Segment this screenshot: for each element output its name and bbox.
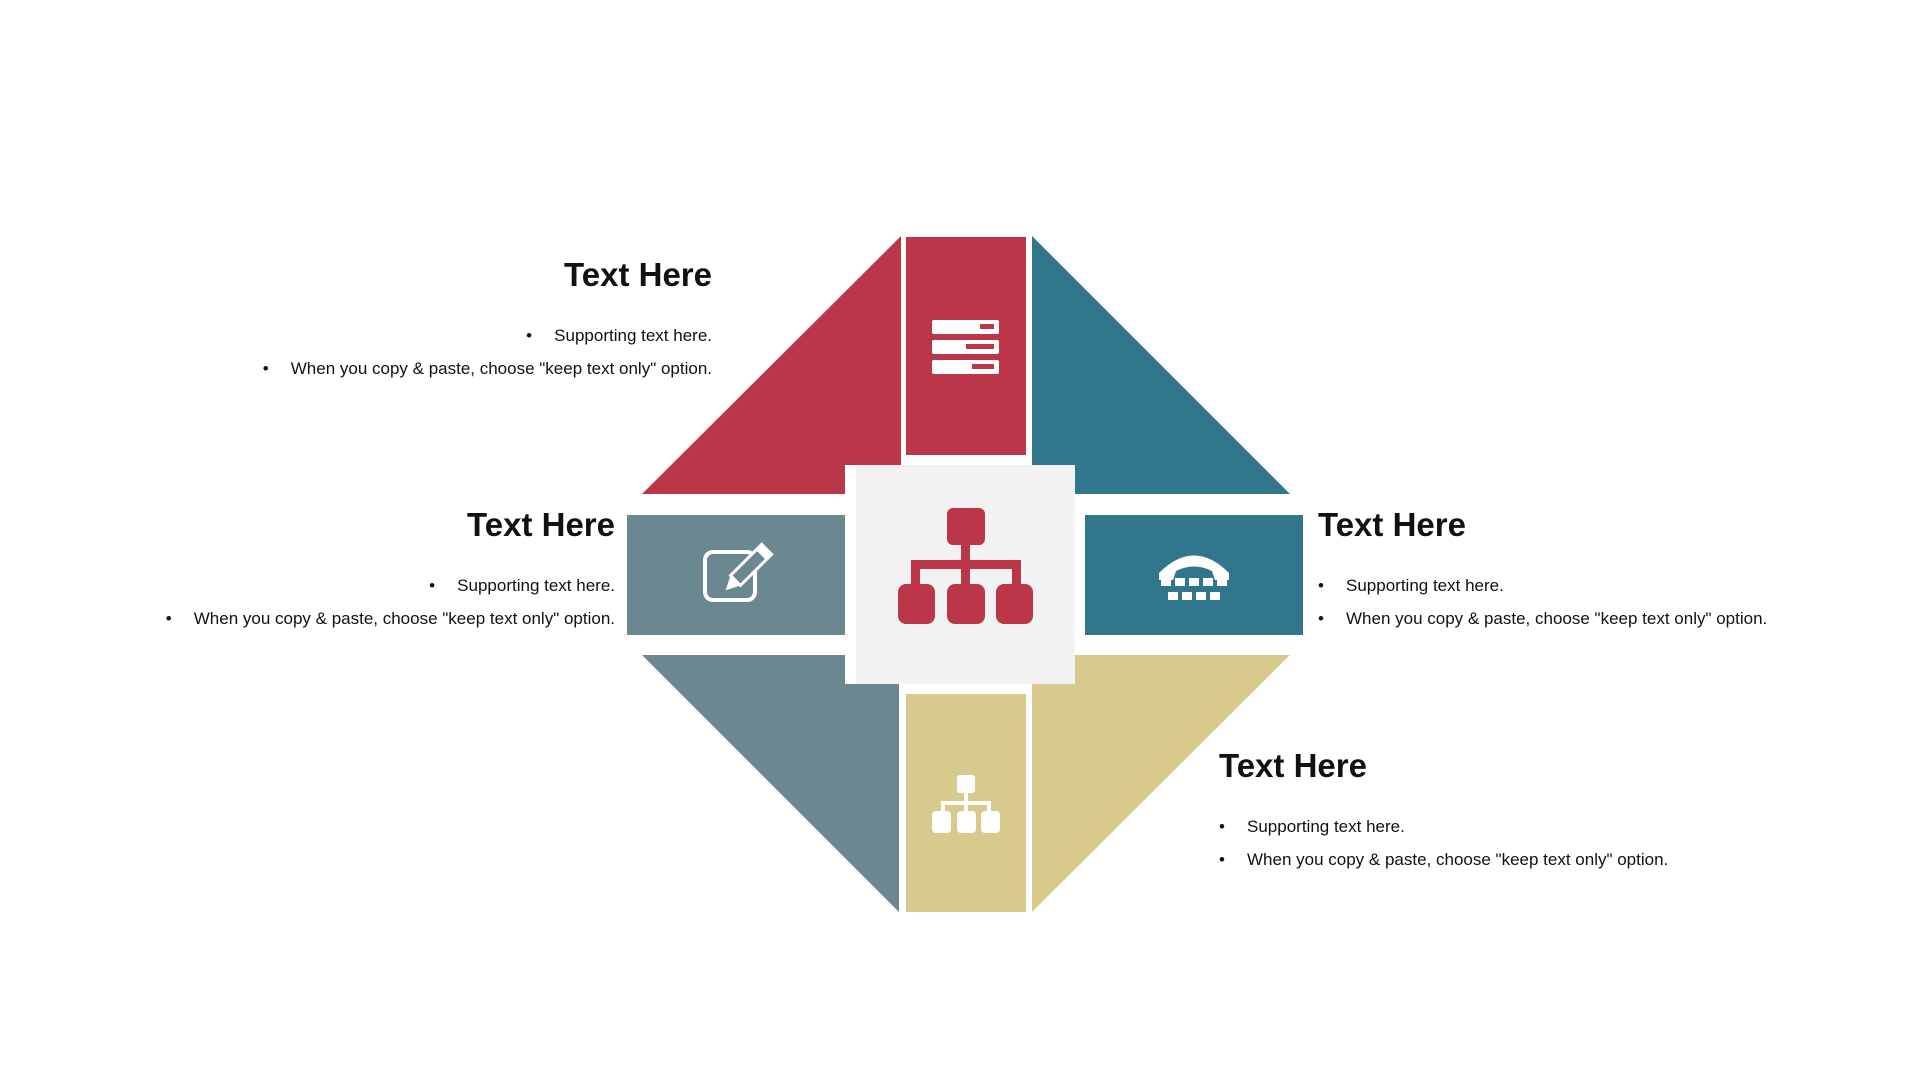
text-block-mid-right: Text Here Supporting text here. When you… <box>1318 505 1767 635</box>
edit-icon <box>703 542 774 602</box>
triangle-top-right <box>1032 236 1290 494</box>
heading: Text Here <box>1219 747 1367 784</box>
bullet-item: Supporting text here. <box>263 319 712 352</box>
text-block-top-left: Text Here Supporting text here. When you… <box>263 255 712 385</box>
bullet-list: Supporting text here. When you copy & pa… <box>1219 810 1668 876</box>
arm-right <box>1085 515 1303 635</box>
bullet-item: Supporting text here. <box>1318 569 1767 602</box>
bullet-item: Supporting text here. <box>1219 810 1668 843</box>
bullet-item: When you copy & paste, choose "keep text… <box>263 352 712 385</box>
bullet-list: Supporting text here. When you copy & pa… <box>263 319 712 385</box>
bullet-item: Supporting text here. <box>166 569 615 602</box>
telephone-icon <box>1159 555 1229 600</box>
bullet-list: Supporting text here. When you copy & pa… <box>1318 569 1767 635</box>
triangle-bottom-right <box>1032 655 1290 912</box>
triangle-top-left <box>642 236 901 494</box>
bullet-item: When you copy & paste, choose "keep text… <box>1318 602 1767 635</box>
hierarchy-icon <box>932 775 1000 833</box>
bullet-list: Supporting text here. When you copy & pa… <box>166 569 615 635</box>
bullet-item: When you copy & paste, choose "keep text… <box>166 602 615 635</box>
server-icon <box>932 320 999 374</box>
heading: Text Here <box>1318 506 1466 543</box>
text-block-bottom-right: Text Here Supporting text here. When you… <box>1219 746 1668 876</box>
center-hierarchy-icon <box>898 508 1033 624</box>
bullet-item: When you copy & paste, choose "keep text… <box>1219 843 1668 876</box>
heading: Text Here <box>564 256 712 293</box>
heading: Text Here <box>467 506 615 543</box>
text-block-mid-left: Text Here Supporting text here. When you… <box>166 505 615 635</box>
triangle-bottom-left <box>642 655 899 912</box>
center-gap-left <box>845 465 856 684</box>
